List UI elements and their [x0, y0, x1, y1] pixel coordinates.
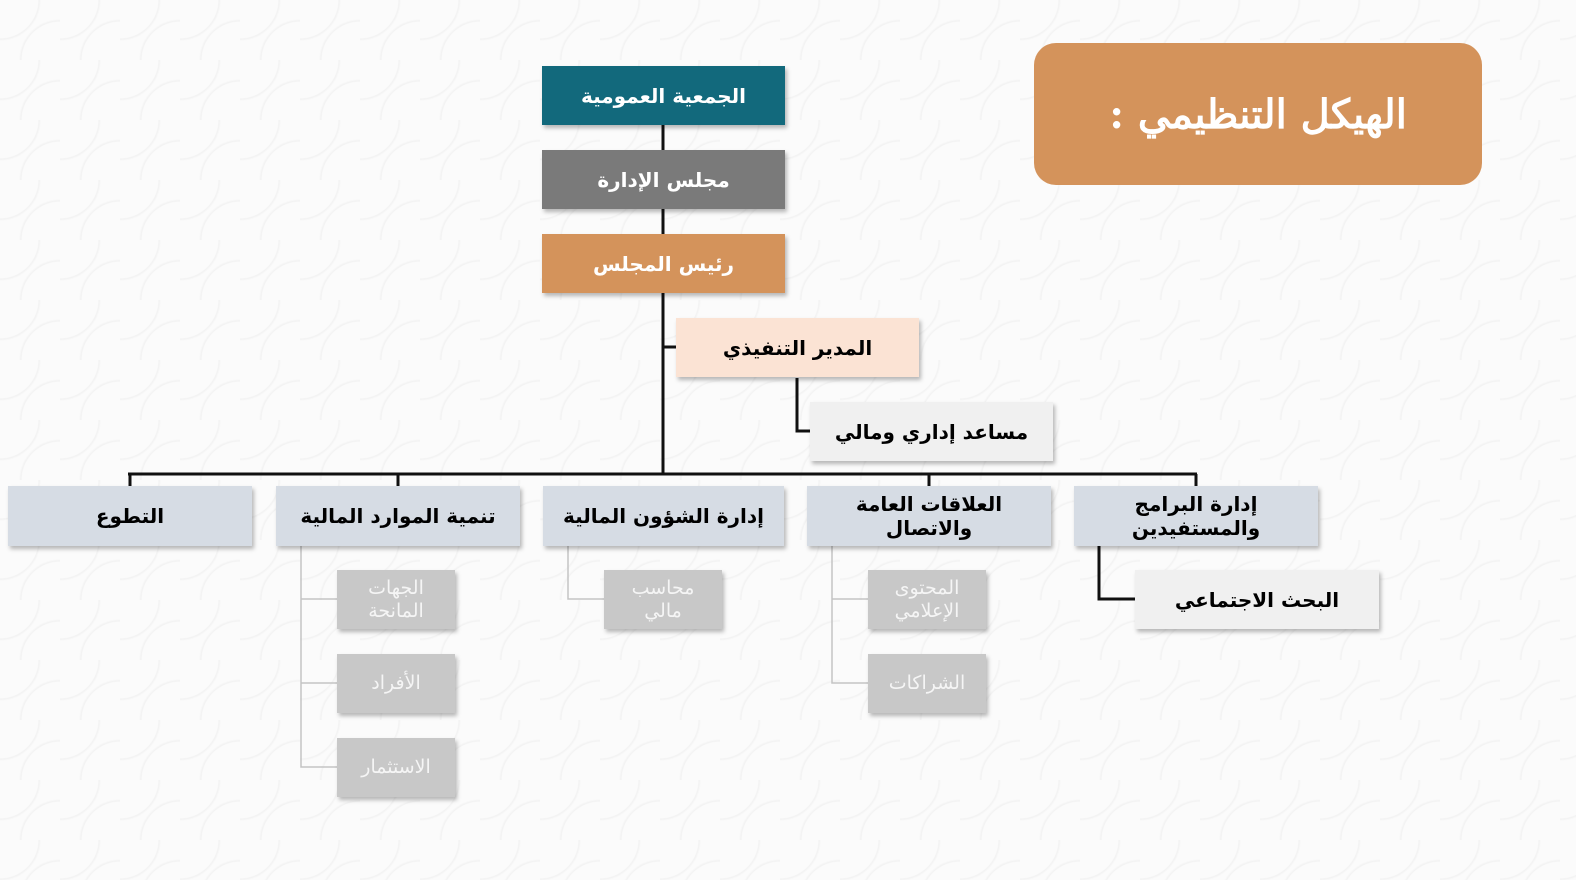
- admin-finance-assistant-box: مساعد إداري ومالي: [810, 402, 1053, 461]
- investment-box: الاستثمار: [337, 738, 455, 797]
- accountant-box: محاسب مالي: [604, 570, 722, 629]
- executive-director-box: المدير التنفيذي: [676, 318, 919, 377]
- dept-public-relations-box: العلاقات العامة والاتصال: [807, 486, 1051, 546]
- dept-volunteering-box: التطوع: [8, 486, 252, 546]
- donors-box: الجهات المانحة: [337, 570, 455, 629]
- dept-financial-affairs-box: إدارة الشؤون المالية: [543, 486, 784, 546]
- individuals-box: الأفراد: [337, 654, 455, 713]
- board-box: مجلس الإدارة: [542, 150, 785, 209]
- page-title: الهيكل التنظيمي :: [1034, 43, 1482, 185]
- dept-resource-development-box: تنمية الموارد المالية: [276, 486, 520, 546]
- media-content-box: المحتوى الإعلامي: [868, 570, 986, 629]
- board-chair-box: رئيس المجلس: [542, 234, 785, 293]
- dept-programs-box: إدارة البرامج والمستفيدين: [1074, 486, 1318, 546]
- partnerships-box: الشراكات: [868, 654, 986, 713]
- social-research-box: البحث الاجتماعي: [1135, 570, 1379, 629]
- general-assembly-box: الجمعية العمومية: [542, 66, 785, 125]
